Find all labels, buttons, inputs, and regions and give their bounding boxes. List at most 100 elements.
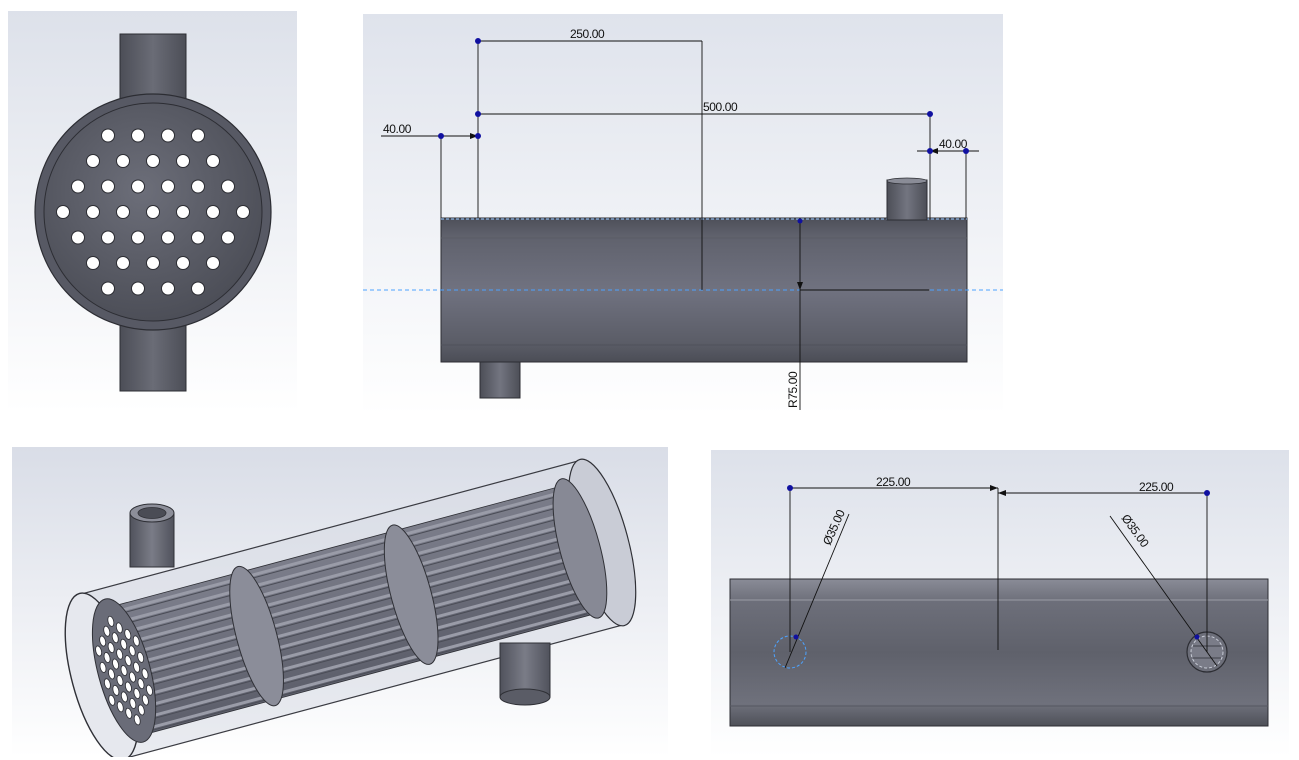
iso-tube-hole — [129, 697, 137, 709]
tube-hole — [191, 128, 205, 143]
tube-line-shadow — [144, 602, 585, 722]
isometric-view — [12, 447, 668, 757]
tube-line-shadow — [116, 496, 556, 616]
dimension-40-right-label: 40.00 — [939, 137, 968, 151]
far-tube-sheet — [552, 478, 608, 619]
tube-line-shadow — [133, 560, 574, 679]
tube-line-shadow — [138, 581, 579, 701]
iso-tube-hole — [103, 678, 111, 690]
iso-tube-hole — [103, 625, 111, 637]
iso-tube-hole — [103, 652, 111, 664]
dimension-250-label: 250.00 — [570, 27, 605, 41]
iso-tube-hole — [133, 688, 141, 700]
iso-bottom-nozzle — [499, 642, 551, 706]
iso-tube-hole — [115, 622, 123, 634]
iso-tube-hole — [137, 678, 145, 690]
tube-hole — [131, 281, 145, 296]
tube-hole — [146, 154, 160, 168]
tube-hole — [206, 256, 220, 270]
top-nozzle — [886, 179, 928, 221]
tube-line — [117, 503, 559, 624]
tube-hole — [161, 230, 175, 245]
tube-line-shadow — [136, 570, 576, 690]
iso-tube-hole — [120, 638, 128, 650]
tube-line-shadow — [119, 507, 559, 626]
dimension-40-right: 40.00 — [917, 137, 979, 218]
tube-line — [146, 609, 587, 731]
tube-line — [137, 577, 579, 699]
iso-tube-hole — [116, 674, 124, 686]
tube-line — [126, 535, 567, 656]
iso-tube-hole — [132, 635, 140, 647]
tube-hole — [116, 256, 130, 270]
tube-hole — [146, 205, 160, 219]
iso-top-nozzle — [129, 503, 175, 568]
front-end-view-drawing — [8, 11, 297, 412]
iso-tube-hole — [125, 681, 132, 693]
iso-tube-hole — [111, 632, 119, 644]
tube-line-shadow — [127, 538, 568, 658]
tube-hole — [191, 281, 205, 296]
iso-tube-hole — [146, 684, 153, 696]
dimension-225-left: 225.00 — [787, 475, 999, 652]
dimension-r75-label: R75.00 — [786, 371, 800, 408]
tube-line — [132, 556, 573, 677]
dimension-225-right-label: 225.00 — [1139, 480, 1174, 494]
tube-hole — [161, 179, 175, 194]
tube-hole — [221, 230, 235, 245]
shell-body-top — [729, 578, 1269, 727]
tube-hole — [221, 179, 235, 194]
iso-tube-hole — [120, 691, 128, 703]
iso-tube-hole — [128, 645, 136, 657]
iso-tube-hole — [137, 651, 145, 663]
tube-hole — [131, 230, 145, 245]
dimension-500-label: 500.00 — [703, 100, 738, 114]
tube-hole — [86, 256, 100, 270]
iso-tube-hole — [112, 658, 119, 670]
side-view-drawing: 250.00 500.00 40.00 40.00 — [363, 14, 1003, 415]
tube-line-shadow — [124, 528, 565, 648]
tube-hole — [191, 179, 205, 194]
tube-hole — [161, 281, 175, 296]
front-end-view — [8, 11, 297, 412]
iso-tube-hole — [95, 645, 103, 657]
baffle-1 — [229, 565, 284, 707]
tube-hole — [101, 179, 115, 194]
tube-line — [143, 598, 584, 720]
tube-hole — [146, 256, 160, 270]
iso-tube-hole — [133, 714, 141, 726]
dimension-500: 500.00 — [475, 100, 933, 218]
iso-tube-hole — [108, 694, 116, 706]
iso-tube-hole — [129, 671, 136, 683]
tube-hole — [71, 179, 85, 194]
iso-tube-hole — [116, 701, 124, 713]
tube-lines — [115, 492, 588, 733]
dimension-225-right: 225.00 — [998, 480, 1210, 652]
iso-tube-hole — [125, 707, 133, 719]
dimension-40-left-label: 40.00 — [383, 122, 412, 136]
tube-hole — [176, 256, 190, 270]
top-view: 225.00 225.00 Ø35.00 Ø35.00 — [711, 450, 1289, 757]
tube-hole — [236, 205, 250, 219]
baffle-2 — [383, 524, 439, 665]
tube-line-shadow — [130, 549, 571, 669]
dimension-40-left: 40.00 — [381, 122, 481, 218]
tube-hole — [101, 281, 115, 296]
tube-hole — [206, 154, 220, 168]
isometric-view-drawing — [12, 447, 668, 757]
tube-line — [120, 513, 562, 635]
nozzle-circle-left — [773, 635, 807, 669]
tube-hole — [86, 205, 100, 219]
iso-tube-hole — [99, 635, 107, 647]
tube-line-shadow — [147, 613, 588, 733]
tube-line — [129, 545, 570, 667]
tube-holes-near — [95, 615, 153, 726]
tube-hole — [191, 230, 205, 245]
iso-tube-hole — [124, 655, 132, 667]
tube-hole — [176, 205, 190, 219]
iso-tube-hole — [133, 661, 141, 673]
dimension-225-left-label: 225.00 — [876, 475, 911, 489]
tube-line — [140, 588, 582, 709]
tube-hole — [131, 128, 145, 143]
tube-hole — [116, 205, 130, 219]
